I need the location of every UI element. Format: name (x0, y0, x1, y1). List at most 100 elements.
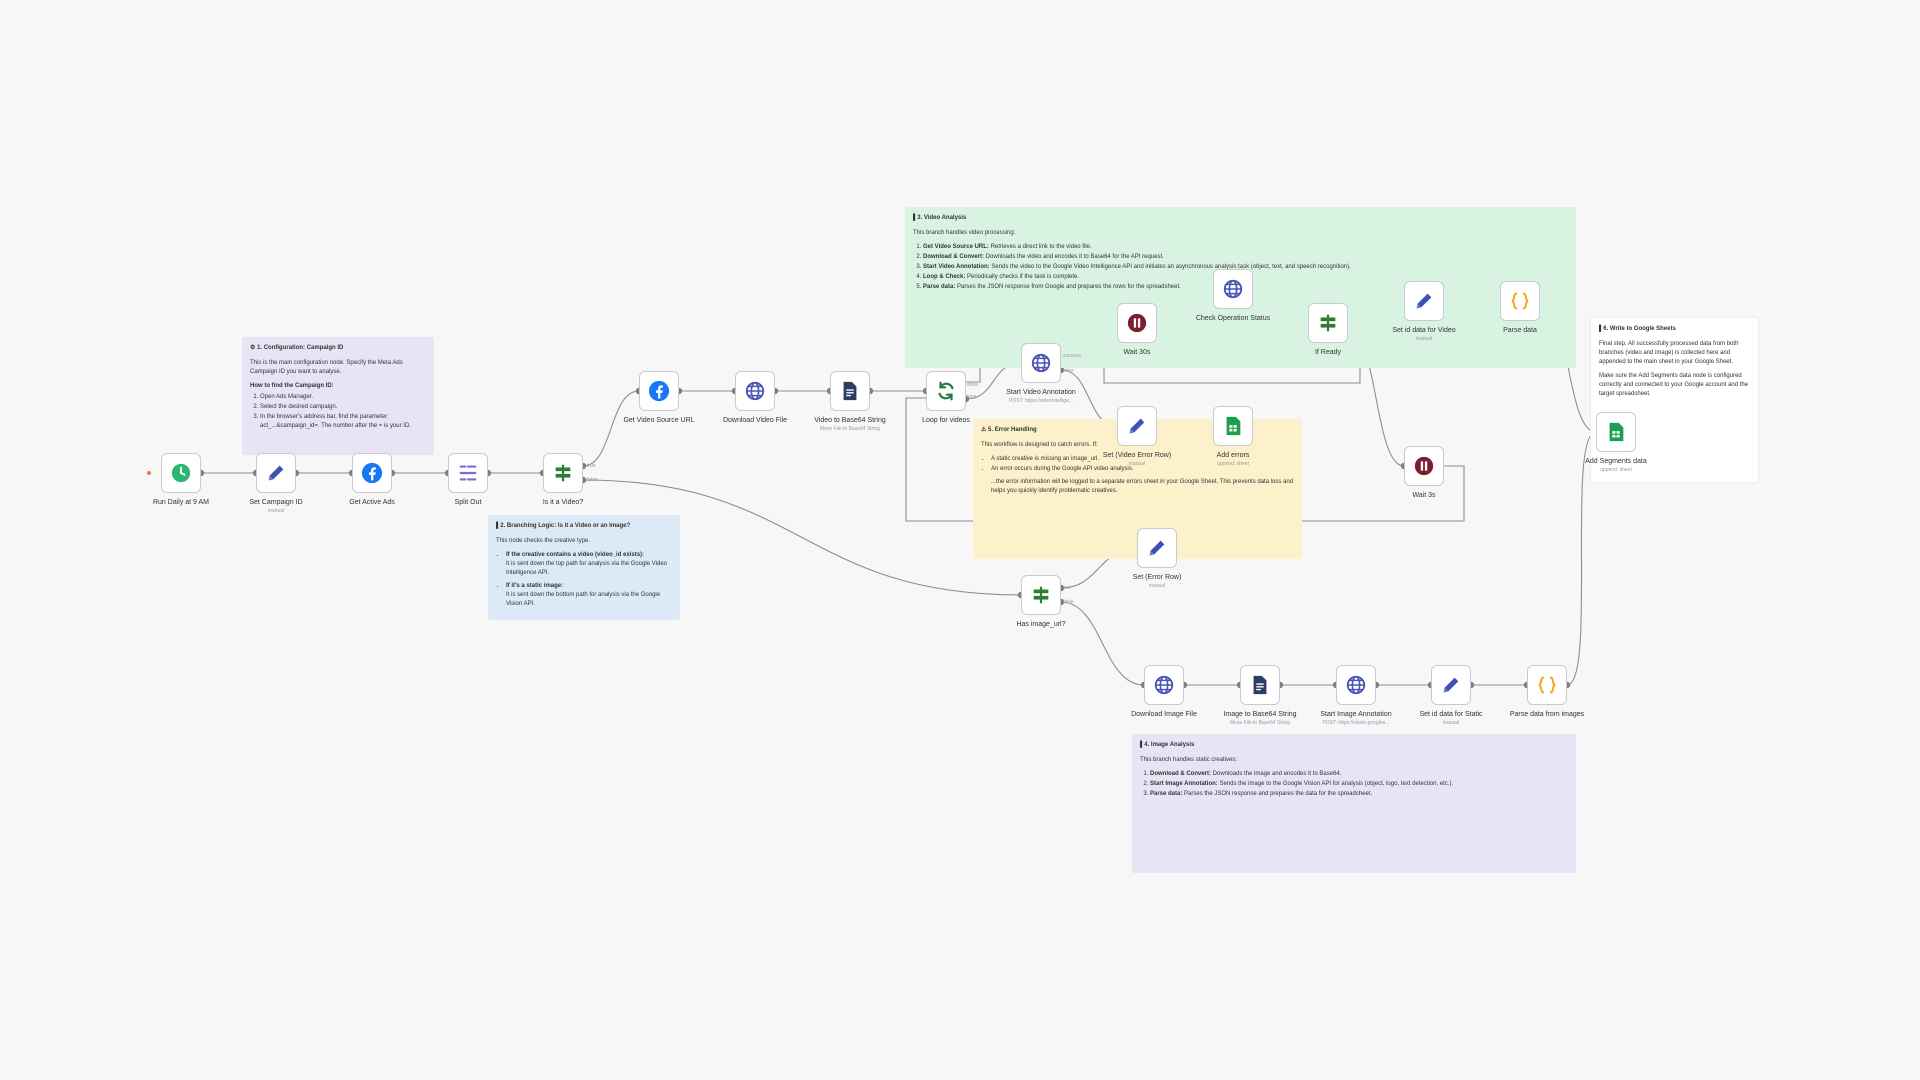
node-wait-3[interactable] (1404, 446, 1444, 486)
if-icon (1317, 312, 1339, 334)
node-start-video-annotation[interactable] (1021, 343, 1061, 383)
node-label: Split Out (454, 499, 482, 506)
sticky-sheets-title: ▌6. Write to Google Sheets (1599, 326, 1676, 332)
node-label: Add Segments data (1585, 458, 1647, 465)
node-subtitle: manual (1128, 461, 1146, 467)
sticky-video-step: Loop & Check: Periodically checks if the… (923, 273, 1568, 282)
port-label-has-image-false: false (1063, 599, 1074, 605)
sticky-image-analysis[interactable]: ▌4. Image Analysis This branch handles s… (1132, 734, 1576, 873)
node-parse-images[interactable] (1527, 665, 1567, 705)
sticky-image-step-head: Download & Convert: (1150, 771, 1211, 777)
node-get-active-ads[interactable] (352, 453, 392, 493)
node-subtitle: append: sheet (1600, 467, 1632, 473)
node-parse-data[interactable] (1500, 281, 1540, 321)
node-set-id-video[interactable] (1404, 281, 1444, 321)
node-label: Set id data for Static (1419, 711, 1483, 718)
sticky-video-steps: Get Video Source URL: Retrieves a direct… (913, 243, 1568, 292)
node-set-id-static[interactable] (1431, 665, 1471, 705)
node-run-daily[interactable] (161, 453, 201, 493)
sticky-config-step: In the browser's address bar, find the p… (260, 413, 426, 431)
node-if-ready[interactable] (1308, 303, 1348, 343)
code-icon (1509, 290, 1531, 312)
node-split-out[interactable] (448, 453, 488, 493)
node-label: Download Image File (1131, 711, 1197, 718)
sticky-video-step: Start Video Annotation: Sends the video … (923, 263, 1568, 272)
node-set-campaign[interactable] (256, 453, 296, 493)
node-is-video[interactable] (543, 453, 583, 493)
file-convert-icon (1249, 674, 1271, 696)
sticky-error-title: ⚠ 5. Error Handling (981, 427, 1037, 433)
node-label: Is it a Video? (542, 499, 584, 506)
node-add-segments[interactable] (1596, 412, 1636, 452)
sticky-error-item: A static creative is missing an image_ur… (991, 455, 1294, 464)
sticky-config-title: ⚙ 1. Configuration: Campaign ID (250, 345, 344, 351)
sticky-image-step: Download & Convert: Downloads the image … (1150, 770, 1568, 779)
node-label: Loop for videos (922, 417, 970, 424)
port-label-is-video-true: true (587, 463, 596, 469)
node-wait-30[interactable] (1117, 303, 1157, 343)
node-label: Set Campaign ID (249, 499, 303, 506)
port-label-has-image-true: true (1063, 585, 1072, 591)
node-label: Set id data for Video (1392, 327, 1456, 334)
node-loop-videos[interactable] (926, 371, 966, 411)
node-check-status[interactable] (1213, 269, 1253, 309)
pause-icon (1126, 312, 1148, 334)
node-has-image[interactable] (1021, 575, 1061, 615)
sticky-config[interactable]: ⚙ 1. Configuration: Campaign ID This is … (242, 337, 434, 455)
node-start-image-annotation[interactable] (1336, 665, 1376, 705)
node-get-video-url[interactable] (639, 371, 679, 411)
sticky-image-step: Start Image Annotation: Sends the image … (1150, 780, 1568, 789)
sticky-video-step-head: Parse data: (923, 284, 956, 290)
sticky-video-step: Get Video Source URL: Retrieves a direct… (923, 243, 1568, 252)
sticky-branching-item-body: It is sent down the top path for analysi… (506, 561, 667, 576)
sticky-branching-item-head: If it's a static image: (506, 583, 564, 589)
sticky-branching[interactable]: ▌2. Branching Logic: Is it a Video or an… (488, 515, 680, 620)
sticky-image-step-head: Start Image Annotation: (1150, 781, 1218, 787)
node-subtitle: manual (1148, 583, 1166, 589)
if-icon (1030, 584, 1052, 606)
sticky-error-list: A static creative is missing an image_ur… (981, 455, 1294, 474)
sticky-video-intro: This branch handles video processing: (913, 230, 1016, 236)
node-label: Start Image Annotation (1320, 711, 1392, 718)
sticky-image-step-body: Downloads the image and encodes it to Ba… (1211, 771, 1342, 777)
node-set-video-error[interactable] (1117, 406, 1157, 446)
sticky-config-steps: Open Ads Manager. Select the desired cam… (250, 393, 426, 431)
sticky-write-sheets[interactable]: ▌6. Write to Google Sheets Final step. A… (1590, 317, 1759, 483)
node-subtitle: append: sheet (1217, 461, 1249, 467)
file-convert-icon (839, 380, 861, 402)
node-download-image[interactable] (1144, 665, 1184, 705)
sticky-sheets-intro: Final step. All successfully processed d… (1599, 341, 1739, 365)
pencil-icon (1146, 537, 1168, 559)
node-label: Set (Error Row) (1132, 574, 1182, 581)
sticky-branching-item-body: It is sent down the bottom path for anal… (506, 592, 661, 607)
sticky-config-intro: This is the main configuration node. Spe… (250, 360, 403, 375)
node-label: Get Video Source URL (623, 417, 695, 424)
node-image-base64[interactable] (1240, 665, 1280, 705)
sticky-video-step-head: Start Video Annotation: (923, 264, 990, 270)
sticky-video-step-body: Downloads the video and encodes it to Ba… (984, 254, 1164, 260)
node-subtitle: manual (1442, 720, 1460, 726)
connection-edge (1060, 601, 1145, 686)
loop-icon (935, 380, 957, 402)
node-label: Add errors (1216, 452, 1250, 459)
node-set-error-row[interactable] (1137, 528, 1177, 568)
node-subtitle: POST: https://videointellige... (1009, 398, 1073, 404)
port-label-is-video-false: false (587, 477, 598, 483)
sticky-error-item: An error occurs during the Google API vi… (991, 465, 1294, 474)
node-label: Check Operation Status (1195, 315, 1271, 322)
globe-icon (1345, 674, 1367, 696)
node-subtitle: manual (267, 508, 285, 514)
sticky-branching-title: ▌2. Branching Logic: Is it a Video or an… (496, 523, 631, 529)
node-video-base64[interactable] (830, 371, 870, 411)
sticky-sheets-body: Make sure the Add Segments data node is … (1599, 373, 1749, 397)
node-download-video[interactable] (735, 371, 775, 411)
port-label-loop-loop: loop (967, 394, 977, 400)
node-label: Wait 3s (1412, 492, 1436, 499)
node-label: Video to Base64 String (814, 417, 886, 424)
node-add-errors[interactable] (1213, 406, 1253, 446)
connection-edge (582, 390, 640, 467)
sticky-image-step-body: Parses the JSON response and prepares th… (1182, 791, 1373, 797)
sticky-branching-list: If the creative contains a video (video_… (496, 551, 672, 609)
